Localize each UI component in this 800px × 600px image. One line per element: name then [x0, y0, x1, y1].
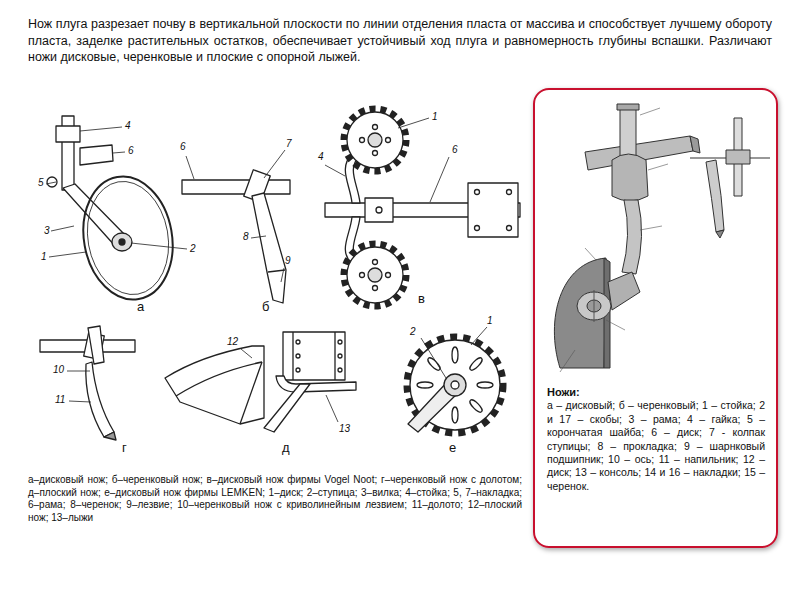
callout-number: 9	[285, 256, 291, 266]
panel-heading: Ножи:	[547, 385, 765, 399]
figure-caption: а–дисковый нож; б–черенковый нож; в–диск…	[28, 474, 522, 525]
callout-number: 13	[339, 424, 350, 434]
callout-number: 6	[128, 146, 134, 156]
figure-letter: д	[282, 441, 290, 454]
callout-number: 4	[318, 152, 324, 162]
callout-number: 7	[286, 139, 292, 149]
callout-number: 1	[41, 252, 47, 262]
callout-number: 6	[180, 142, 186, 152]
callout-number: 2	[190, 244, 196, 254]
figure-letter: в	[418, 292, 425, 305]
callout-number: 11	[55, 395, 65, 405]
figure-letter: е	[449, 441, 456, 454]
callout-number: 2	[410, 327, 416, 337]
callout-number: 1	[487, 316, 493, 326]
figure-letter: г	[122, 441, 127, 454]
callout-number: 6	[452, 145, 458, 155]
callout-number: 4	[125, 121, 131, 131]
callout-number: 12	[227, 337, 238, 347]
callout-number: 8	[243, 232, 249, 242]
callout-number: 10	[53, 365, 64, 375]
figure-letter: а	[137, 300, 144, 313]
callout-number: 3	[44, 226, 50, 236]
intro-text: Нож плуга разрезает почву в вертикальной…	[28, 16, 772, 66]
legend-panel: Ножи:а – дисковый; б – черенковый; 1 – с…	[533, 88, 778, 548]
panel-text: а – дисковый; б – черенковый; 1 – стойка…	[547, 399, 765, 493]
figure-letter: б	[262, 300, 269, 313]
callout-number: 1	[432, 112, 438, 122]
callout-number: 5	[38, 178, 44, 188]
